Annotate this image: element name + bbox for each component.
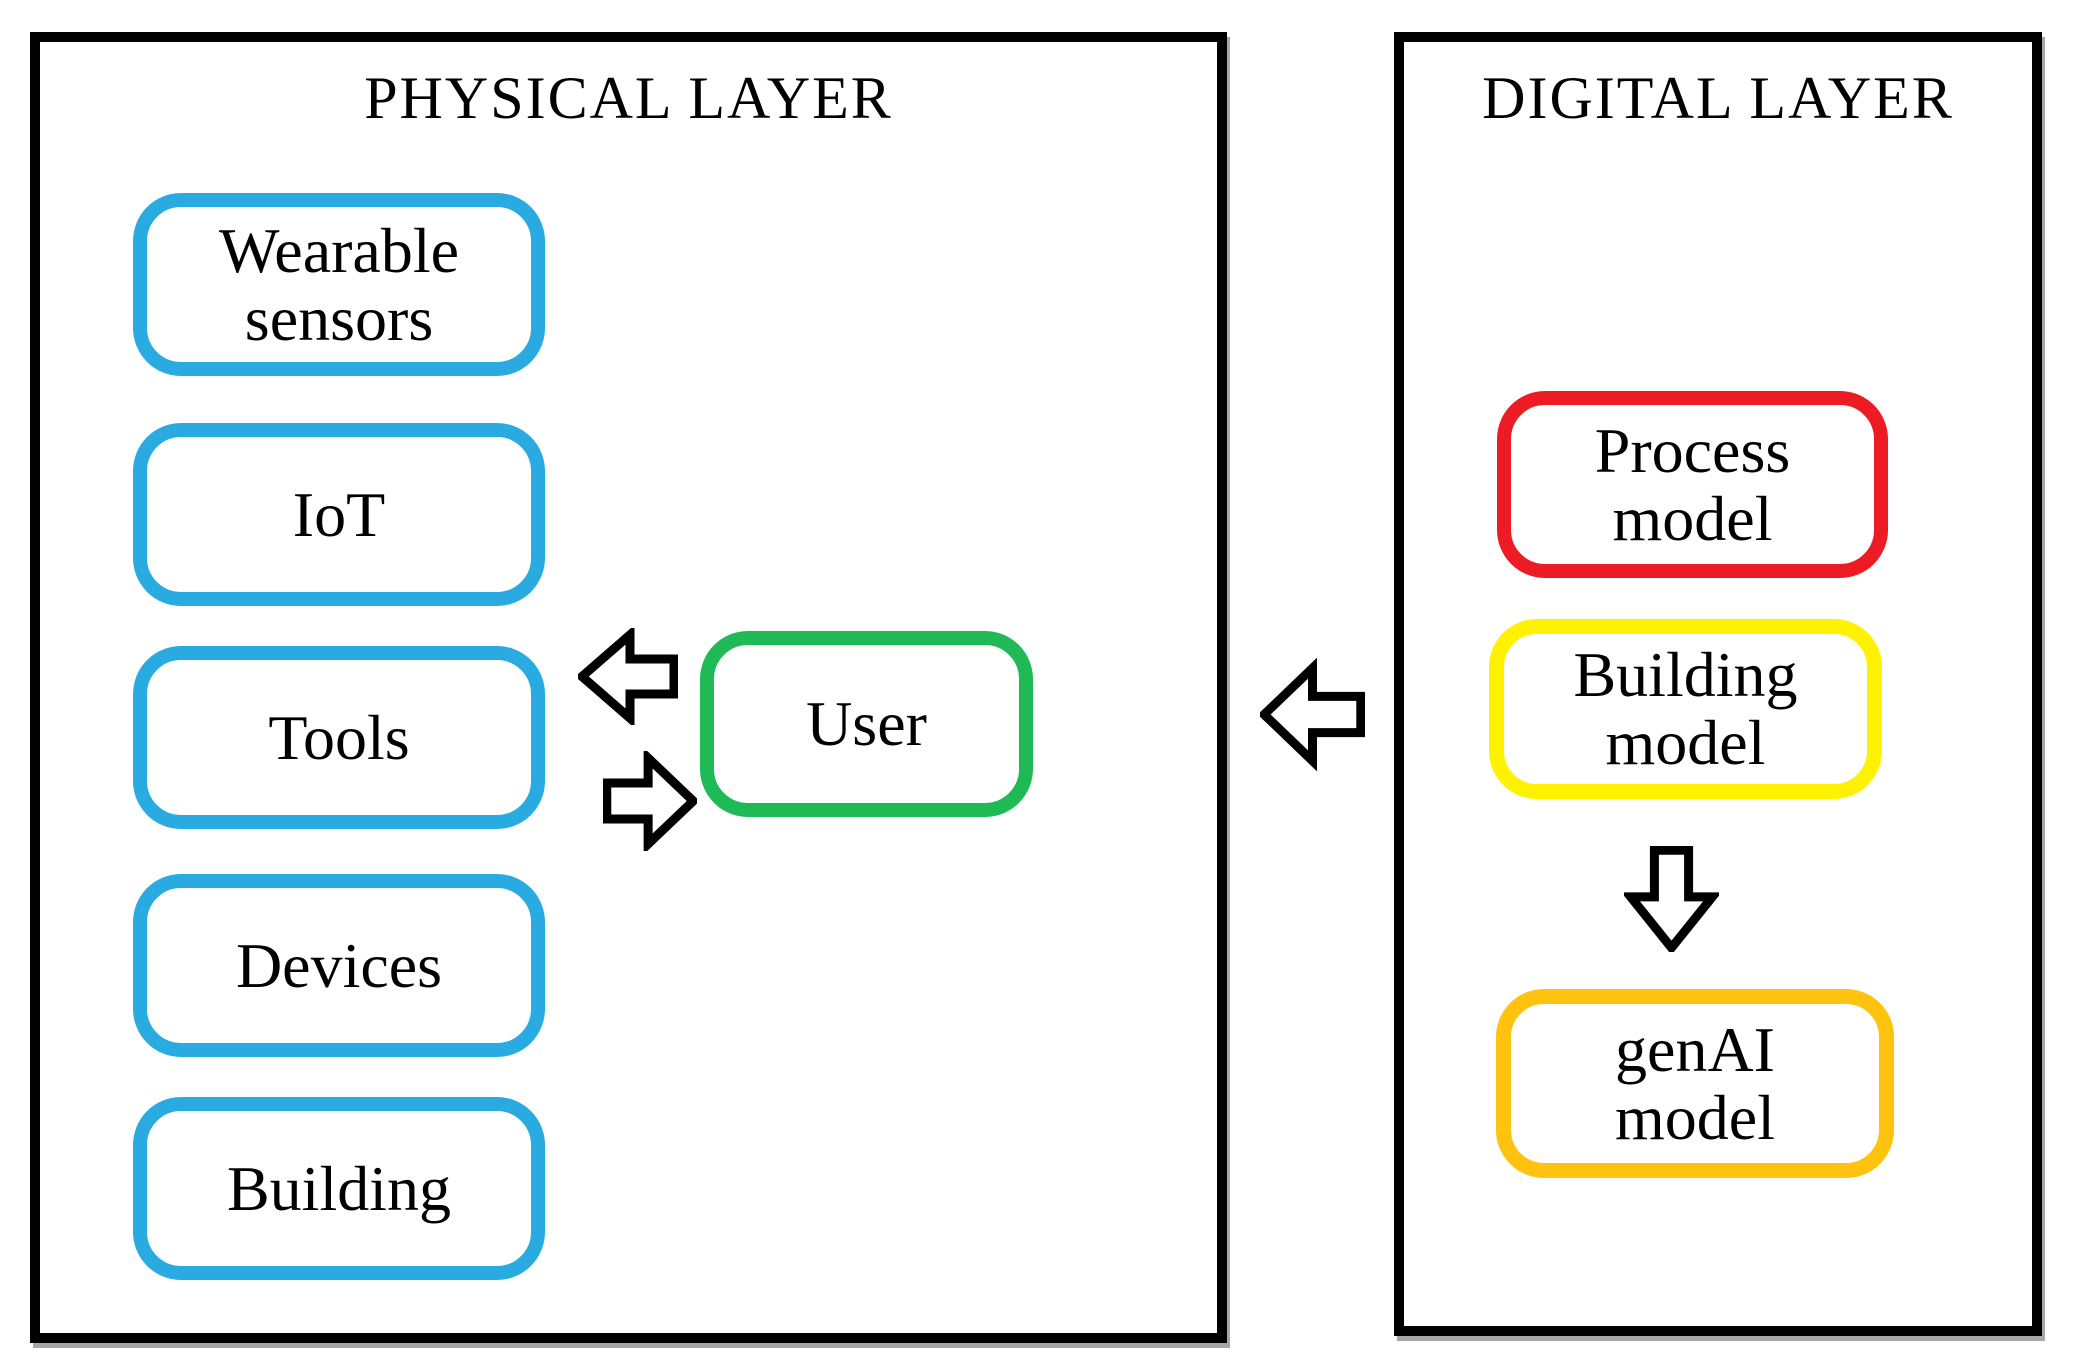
node-iot-label: IoT — [292, 478, 386, 550]
node-building-model-label: Building model — [1573, 639, 1798, 778]
physical-layer-title: PHYSICAL LAYER — [364, 65, 893, 131]
arrow-left-icon — [578, 628, 678, 725]
node-tools-label: Tools — [268, 701, 410, 773]
node-process-model-label: Process model — [1594, 414, 1791, 554]
node-building: Building — [133, 1097, 545, 1280]
node-tools: Tools — [133, 646, 545, 829]
arrow-down-icon — [1624, 846, 1719, 952]
node-user-label: User — [806, 688, 927, 760]
node-devices-label: Devices — [235, 929, 443, 1001]
node-building-model: Building model — [1489, 619, 1882, 799]
arrow-left-icon — [1260, 658, 1365, 771]
node-process-model: Process model — [1497, 391, 1888, 578]
node-genai-model-label: genAI model — [1615, 1013, 1775, 1153]
node-genai-model: genAI model — [1496, 989, 1894, 1178]
node-iot: IoT — [133, 423, 545, 606]
node-user: User — [700, 631, 1033, 817]
arrow-right-icon — [603, 751, 697, 851]
digital-layer-title: DIGITAL LAYER — [1482, 65, 1954, 131]
node-building-label: Building — [226, 1152, 452, 1224]
node-wearable-sensors: Wearable sensors — [133, 193, 545, 376]
node-wearable-sensors-label: Wearable sensors — [219, 214, 459, 354]
node-devices: Devices — [133, 874, 545, 1057]
